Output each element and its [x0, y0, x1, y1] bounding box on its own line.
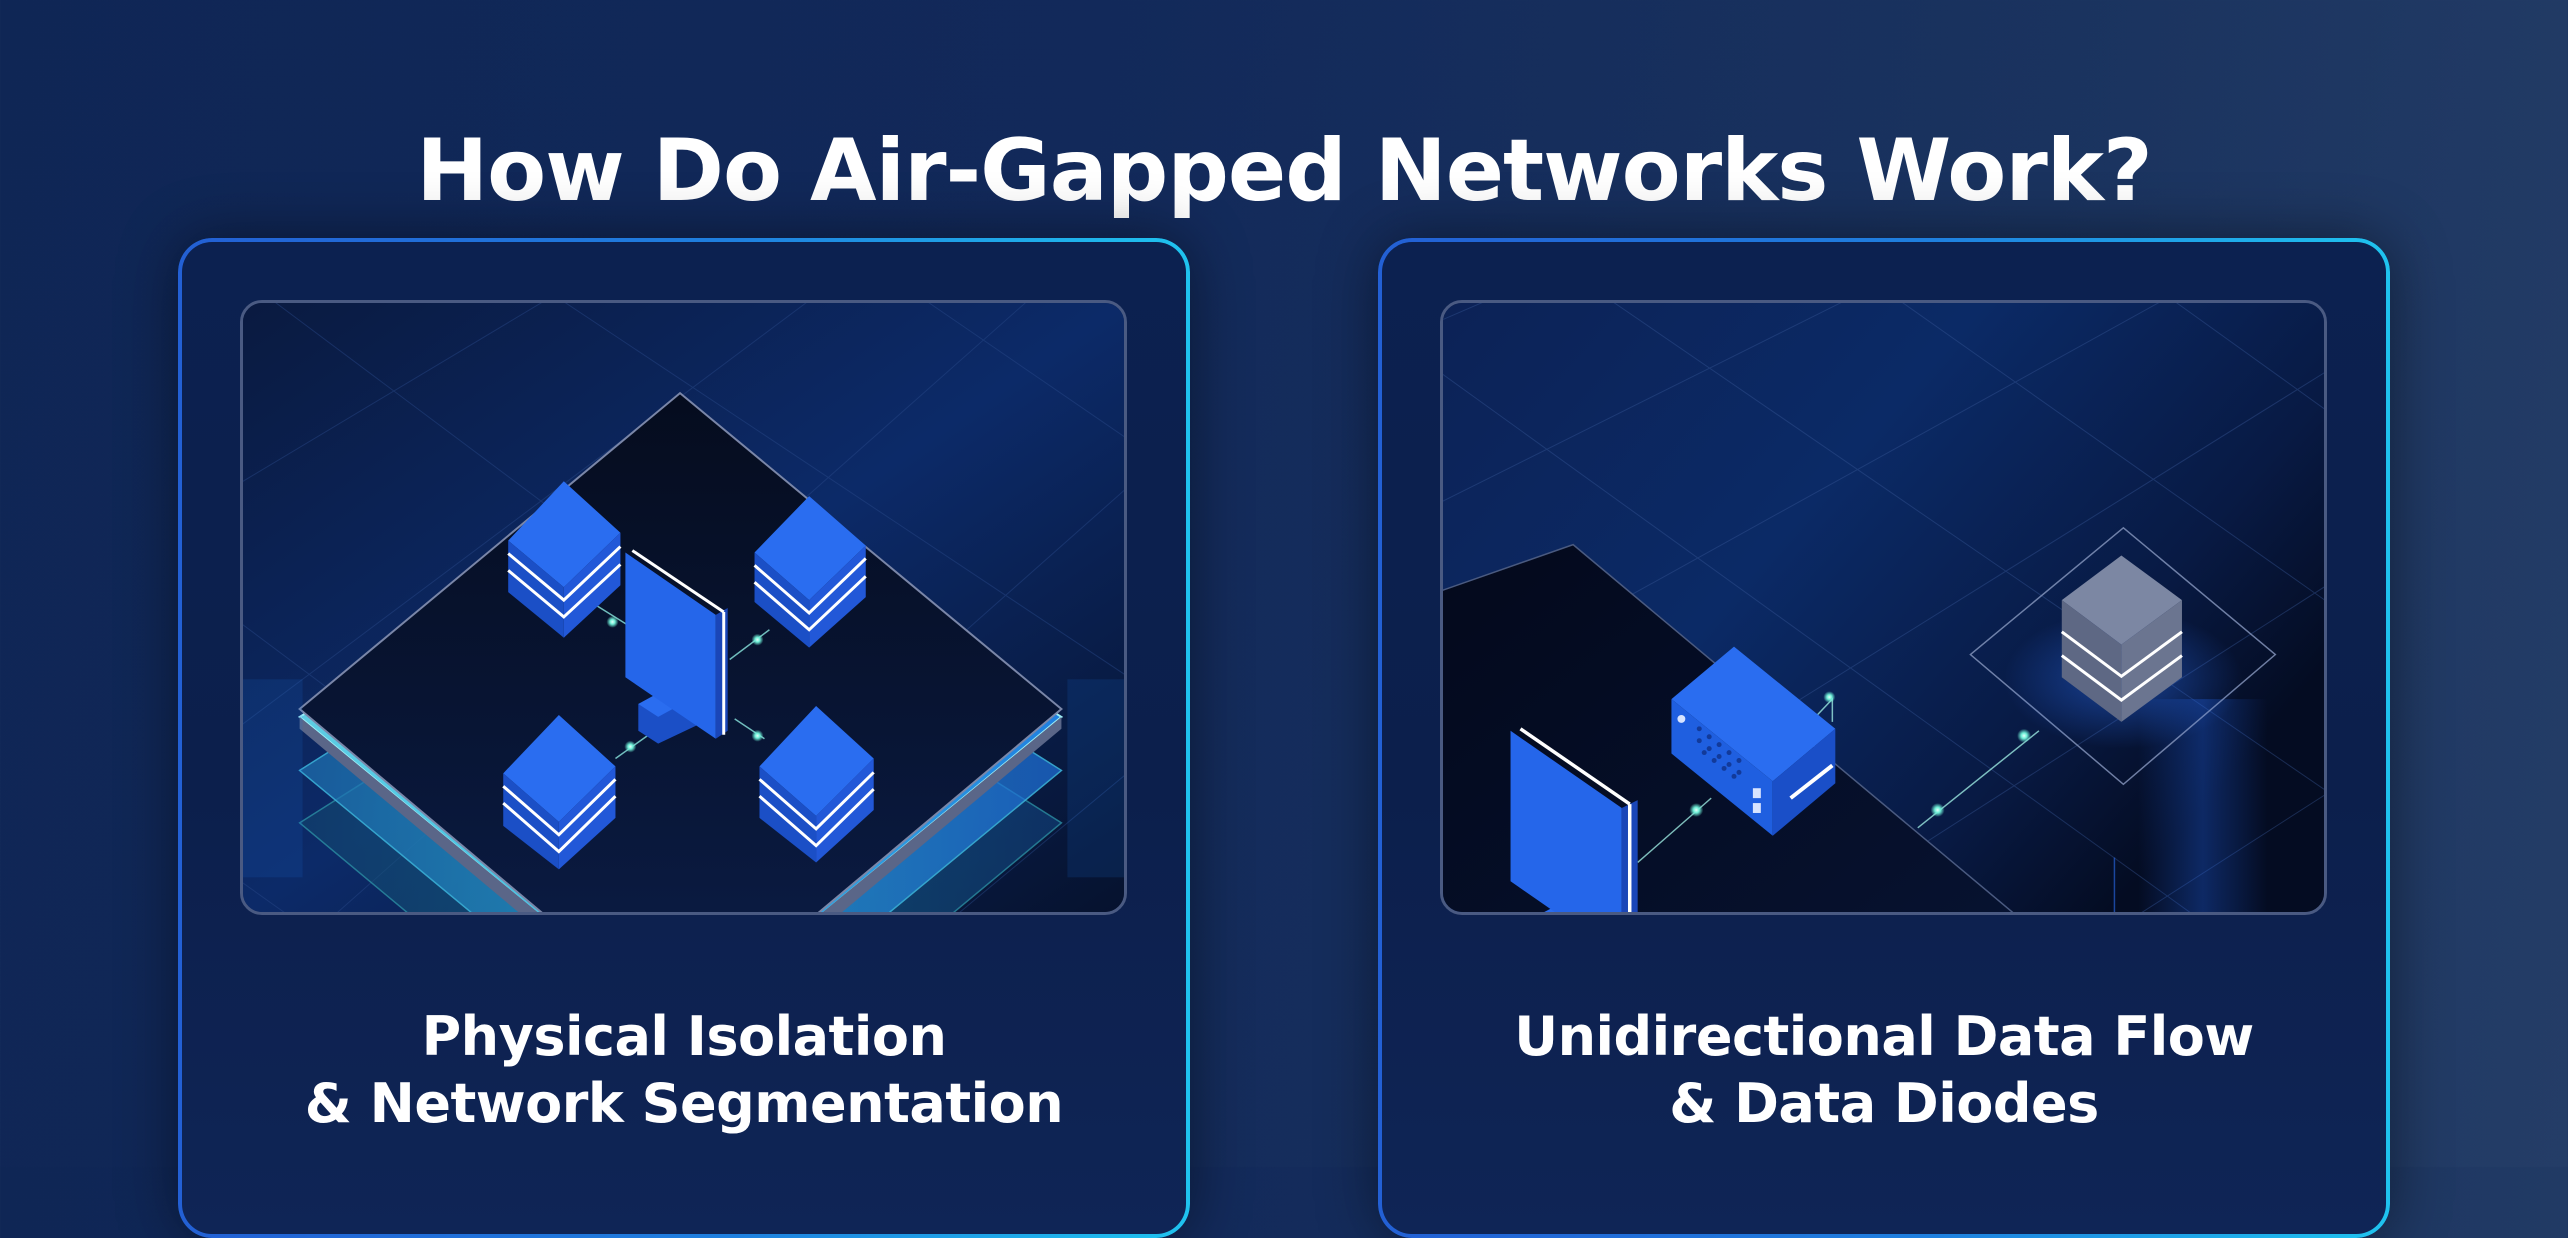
- page-title: How Do Air-Gapped Networks Work?: [416, 120, 2153, 221]
- caption-line-2: & Data Diodes: [1669, 1071, 2099, 1135]
- monitor-icon: [1510, 727, 1638, 912]
- data-diode-device-icon: [1671, 646, 1836, 836]
- server-stack-icon: [758, 706, 875, 863]
- card-caption: Unidirectional Data Flow & Data Diodes: [1378, 1003, 2390, 1137]
- caption-line-1: Unidirectional Data Flow: [1514, 1004, 2254, 1068]
- data-diode-flow-icon: [1443, 303, 2324, 912]
- server-stack-icon: [502, 714, 617, 870]
- illustration-isolated-network: [240, 300, 1127, 915]
- server-stack-icon: [753, 496, 867, 648]
- isolated-network-platform-icon: [243, 303, 1124, 912]
- monitor-icon: [625, 549, 728, 744]
- card-caption: Physical Isolation & Network Segmentatio…: [178, 1003, 1190, 1137]
- caption-line-2: & Network Segmentation: [304, 1071, 1064, 1135]
- card-unidirectional-data-flow: Unidirectional Data Flow & Data Diodes: [1378, 238, 2390, 1238]
- caption-line-1: Physical Isolation: [421, 1004, 947, 1068]
- server-stack-icon: [507, 481, 622, 638]
- illustration-data-diode: [1440, 300, 2327, 915]
- card-physical-isolation: Physical Isolation & Network Segmentatio…: [178, 238, 1190, 1238]
- isolated-server-icon: [2060, 555, 2183, 722]
